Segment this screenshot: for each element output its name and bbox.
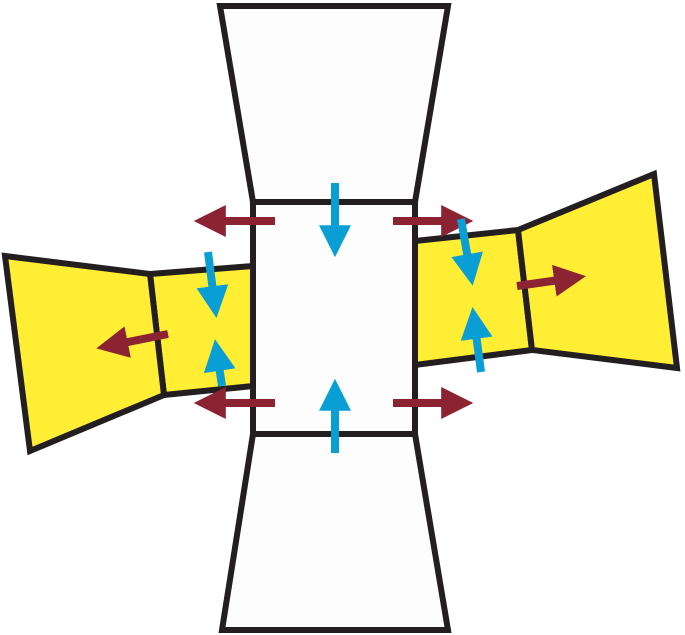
dark-red-arrow-icon (96, 326, 169, 358)
right-outer-panel (514, 169, 681, 372)
left-outer-panel (1, 252, 168, 456)
blue-arrow-icon (451, 218, 483, 286)
outward-arrows-group (96, 205, 586, 419)
inward-arrows-group (196, 183, 493, 453)
blue-arrow-icon (203, 339, 236, 387)
bottom-panel (218, 431, 452, 633)
dark-red-arrow-icon (516, 264, 586, 297)
blue-arrow-icon (196, 251, 229, 318)
center-panel (250, 199, 418, 437)
blue-arrow-icon (460, 307, 493, 373)
top-panel (216, 3, 452, 205)
panels-group (1, 3, 681, 633)
